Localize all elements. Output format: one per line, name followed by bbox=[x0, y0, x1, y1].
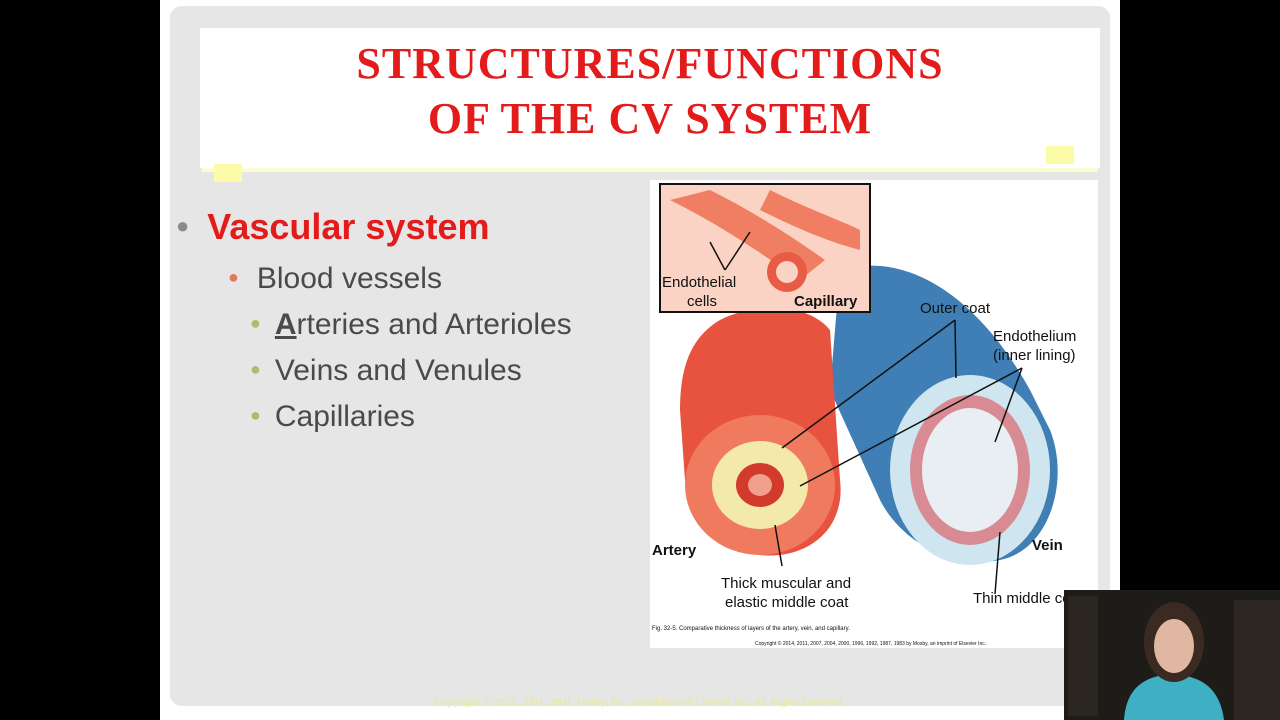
title-box: STRUCTURES/FUNCTIONS OF THE CV SYSTEM bbox=[200, 28, 1100, 168]
title-line-2: OF THE CV SYSTEM bbox=[427, 94, 873, 143]
bullet-level3-capillaries: ● Capillaries bbox=[250, 400, 415, 434]
vein-lumen bbox=[922, 408, 1018, 532]
label-endothelium-2: (inner lining) bbox=[993, 347, 1076, 364]
bullet-dot: ● bbox=[250, 359, 261, 379]
blood-vessel-figure: Endothelial cells Capillary Outer coat E… bbox=[650, 180, 1098, 648]
accent-square-left bbox=[214, 164, 242, 182]
figure-caption: Fig. 32-5. Comparative thickness of laye… bbox=[652, 626, 850, 632]
vessel-illustration: Endothelial cells Capillary Outer coat E… bbox=[652, 183, 1084, 647]
bullet-text: rteries and Arterioles bbox=[296, 308, 572, 341]
webcam-overlay bbox=[1064, 590, 1280, 720]
figure-credit: Copyright © 2014, 2011, 2007, 2004, 2000… bbox=[755, 640, 986, 647]
label-endothelial-2: cells bbox=[687, 293, 717, 310]
artery-inner bbox=[748, 474, 772, 496]
bullet-level1: ● Vascular system bbox=[176, 206, 490, 248]
presenter-shirt bbox=[1124, 674, 1224, 720]
bullet-dot: ● bbox=[250, 313, 261, 333]
bullet-text: Capillaries bbox=[274, 400, 415, 433]
presenter-video bbox=[1064, 590, 1280, 720]
presenter-face bbox=[1154, 619, 1194, 673]
slide-title: STRUCTURES/FUNCTIONS OF THE CV SYSTEM bbox=[200, 36, 1100, 146]
label-vein: Vein bbox=[1032, 537, 1063, 554]
leader-lines bbox=[709, 231, 1023, 595]
slide: STRUCTURES/FUNCTIONS OF THE CV SYSTEM ● V… bbox=[160, 0, 1120, 720]
label-artery: Artery bbox=[652, 542, 697, 559]
label-outer-coat: Outer coat bbox=[920, 300, 991, 317]
bullet-first-letter: A bbox=[274, 308, 297, 341]
bullet-text: Blood vessels bbox=[256, 262, 442, 295]
bullet-dot: ● bbox=[250, 405, 261, 425]
label-thick-coat-2: elastic middle coat bbox=[725, 594, 849, 611]
label-endothelial-1: Endothelial bbox=[662, 274, 736, 291]
label-thin-coat: Thin middle coat bbox=[973, 590, 1084, 607]
title-line-1: STRUCTURES/FUNCTIONS bbox=[356, 39, 944, 88]
slide-background: STRUCTURES/FUNCTIONS OF THE CV SYSTEM ● V… bbox=[170, 6, 1110, 708]
label-endothelium-1: Endothelium bbox=[993, 328, 1076, 345]
bullet-dot: ● bbox=[228, 267, 239, 287]
bullet-text: Vascular system bbox=[207, 206, 490, 247]
bullet-level3-veins: ● Veins and Venules bbox=[250, 354, 522, 388]
bullet-level2: ● Blood vessels bbox=[228, 262, 442, 296]
bullet-dot: ● bbox=[176, 213, 190, 238]
accent-square-right bbox=[1046, 146, 1074, 164]
bookshelf-right bbox=[1234, 600, 1280, 720]
bullet-level3-arteries: ● Arteries and Arterioles bbox=[250, 308, 572, 342]
bullet-text: Veins and Venules bbox=[274, 354, 522, 387]
label-thick-coat-1: Thick muscular and bbox=[721, 575, 851, 592]
copyright-footer: Copyright © 2002, 2004, 2000, Mosby, Inc… bbox=[434, 696, 846, 708]
capillary-tube-2 bbox=[760, 190, 860, 250]
capillary-lumen bbox=[776, 261, 798, 283]
bookshelf-left bbox=[1068, 596, 1098, 716]
label-capillary: Capillary bbox=[794, 293, 858, 310]
